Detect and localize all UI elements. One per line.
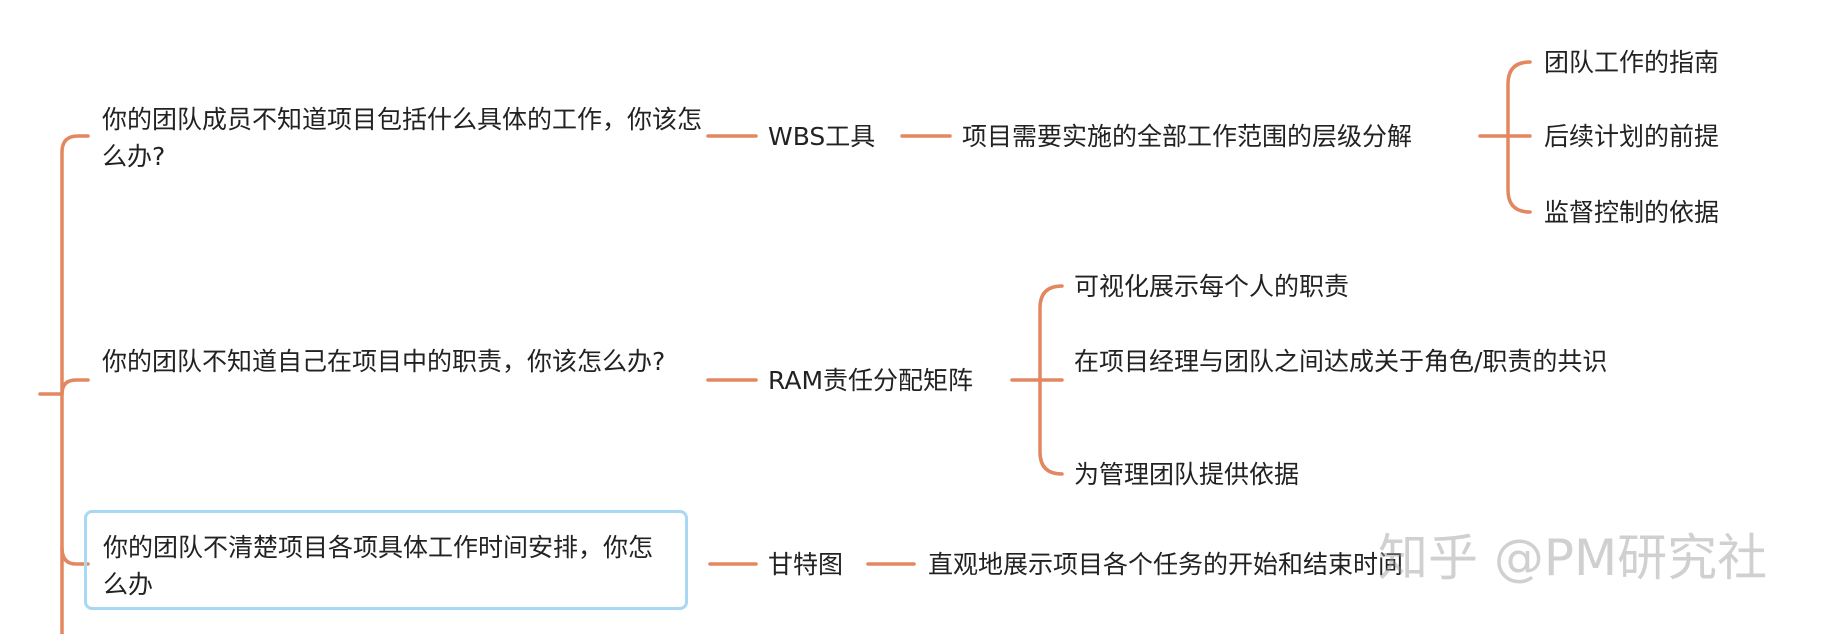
definition-node-wbs[interactable]: 项目需要实施的全部工作范围的层级分解 (962, 122, 1413, 151)
detail-node-wbs-1[interactable]: 团队工作的指南 (1544, 48, 1720, 77)
zhihu-watermark: 知乎 @PM研究社 (1378, 529, 1768, 587)
detail-node-ram-3[interactable]: 为管理团队提供依据 (1074, 460, 1300, 489)
question-node-1[interactable]: 你的团队成员不知道项目包括什么具体的工作，你该怎么办? (102, 105, 703, 171)
tool-node-wbs[interactable]: WBS工具 (768, 122, 876, 151)
question-node-3[interactable]: 你的团队不清楚项目各项具体工作时间安排，你怎么办 (84, 510, 688, 610)
tool-node-gantt[interactable]: 甘特图 (768, 550, 844, 579)
connector-branch-2 (60, 378, 90, 396)
question-node-2[interactable]: 你的团队不知道自己在项目中的职责，你该怎么办? (102, 347, 666, 376)
tool-node-ram[interactable]: RAM责任分配矩阵 (768, 366, 974, 395)
definition-node-gantt[interactable]: 直观地展示项目各个任务的开始和结束时间 (928, 550, 1404, 579)
detail-node-ram-2[interactable]: 在项目经理与团队之间达成关于角色/职责的共识 (1074, 347, 1608, 376)
connector-main-trunk (60, 134, 90, 634)
detail-node-wbs-2[interactable]: 后续计划的前提 (1544, 122, 1720, 151)
detail-node-wbs-3[interactable]: 监督控制的依据 (1544, 198, 1720, 227)
connector-branch-3 (60, 546, 90, 566)
detail-node-ram-1[interactable]: 可视化展示每个人的职责 (1074, 272, 1350, 301)
